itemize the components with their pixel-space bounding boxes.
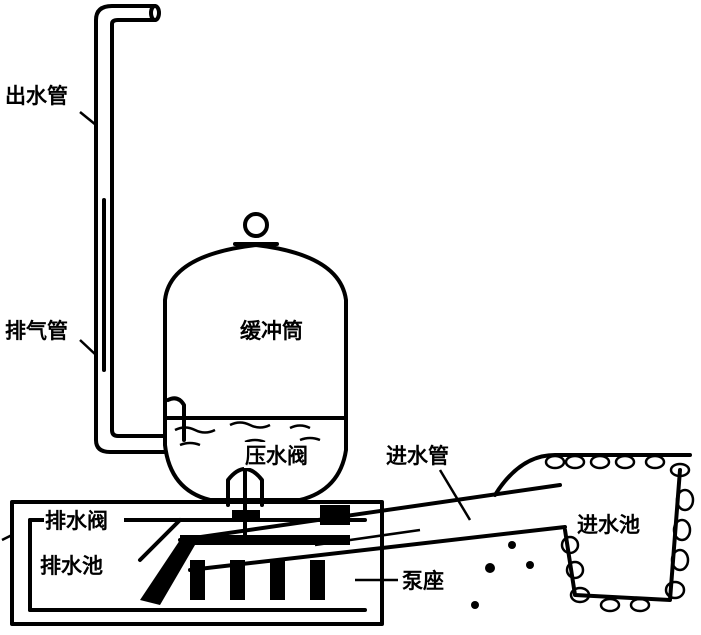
- label-outlet-pipe: 出水管: [5, 84, 68, 108]
- label-pressure-valve: 压水阀: [245, 444, 308, 468]
- label-vent-pipe: 排气管: [5, 319, 68, 343]
- label-inlet-pool: 进水池: [577, 513, 640, 537]
- label-buffer-tank: 缓冲筒: [240, 319, 303, 343]
- pressure-valve: [226, 467, 264, 542]
- label-inlet-pipe: 进水管: [386, 444, 449, 468]
- label-drain-pool: 排水池: [40, 554, 103, 578]
- label-pump-base: 泵座: [402, 569, 444, 593]
- buffer-tank: [163, 212, 348, 502]
- label-drain-valve: 排水阀: [45, 509, 108, 533]
- inlet-pool: [1, 453, 695, 613]
- outlet-pipe: [79, 4, 186, 454]
